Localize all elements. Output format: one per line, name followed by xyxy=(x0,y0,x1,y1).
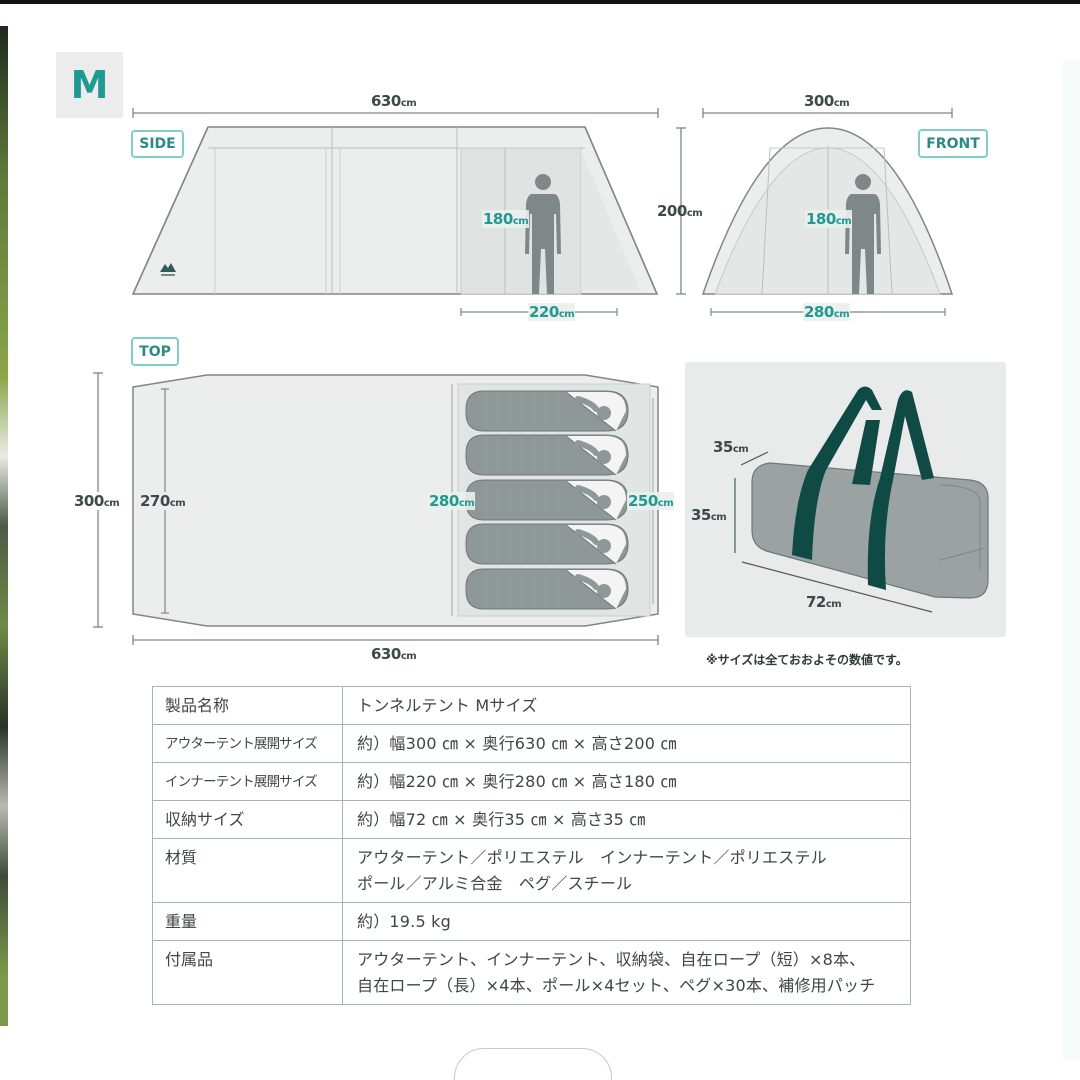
bag-length-label: 72cm xyxy=(806,593,842,611)
top-length-label: 630cm xyxy=(371,645,417,663)
spec-value-line: 自在ロープ（長）×4本、ポール×4セット、ペグ×30本、補修用パッチ xyxy=(357,976,876,995)
spec-label: 重量 xyxy=(152,902,343,941)
side-height-line xyxy=(676,127,686,295)
view-tag-top-label: TOP xyxy=(139,343,171,360)
spec-label: 材質 xyxy=(152,838,343,903)
spec-value-line: ポール／アルミ合金 ペグ／スチール xyxy=(357,874,633,893)
adjacent-panel-strip xyxy=(1063,60,1080,1060)
top-length-line xyxy=(132,635,659,645)
spec-table: 製品名称 トンネルテント Mサイズ アウターテント展開サイズ 約）幅300 ㎝ … xyxy=(152,686,911,1005)
spec-label: 付属品 xyxy=(152,940,343,1005)
side-height-label: 200cm xyxy=(657,202,703,220)
table-row: 収納サイズ 約）幅72 ㎝ × 奥行35 ㎝ × 高さ35 ㎝ xyxy=(152,800,911,839)
side-view-tent xyxy=(131,126,659,295)
page-indicator[interactable] xyxy=(454,1048,612,1080)
approximate-size-note: ※サイズは全ておおよその数値です。 xyxy=(706,653,908,667)
table-row: 製品名称 トンネルテント Mサイズ xyxy=(152,686,911,725)
table-row: 付属品 アウターテント、インナーテント、収納袋、自在ロープ（短）×8本、 自在ロ… xyxy=(152,940,911,1005)
spec-value: アウターテント、インナーテント、収納袋、自在ロープ（短）×8本、 自在ロープ（長… xyxy=(342,940,911,1005)
table-row: インナーテント展開サイズ 約）幅220 ㎝ × 奥行280 ㎝ × 高さ180 … xyxy=(152,762,911,801)
inner-tent-left-label: 280cm xyxy=(428,492,476,510)
front-person-height-label: 180cm xyxy=(805,210,853,228)
inner-tent-right-label: 250cm xyxy=(627,492,675,510)
view-tag-top: TOP xyxy=(131,337,179,366)
bag-dimension-lines xyxy=(734,451,933,613)
table-row: 重量 約）19.5 kg xyxy=(152,902,911,941)
spec-label: インナーテント展開サイズ xyxy=(152,762,343,801)
front-width-label: 300cm xyxy=(804,92,850,110)
side-person-height-label: 180cm xyxy=(482,210,530,228)
side-length-label: 630cm xyxy=(371,92,417,110)
adjacent-photo-strip xyxy=(0,26,8,1026)
side-inner-length-label: 220cm xyxy=(528,303,576,321)
spec-value-line: アウターテント／ポリエステル インナーテント／ポリエステル xyxy=(357,848,827,867)
spec-label: アウターテント展開サイズ xyxy=(152,724,343,763)
table-row: アウターテント展開サイズ 約）幅300 ㎝ × 奥行630 ㎝ × 高さ200 … xyxy=(152,724,911,763)
view-tag-front: FRONT xyxy=(918,129,988,158)
spec-value: アウターテント／ポリエステル インナーテント／ポリエステル ポール／アルミ合金 … xyxy=(342,838,911,903)
spec-value: 約）幅220 ㎝ × 奥行280 ㎝ × 高さ180 ㎝ xyxy=(342,762,911,801)
view-tag-side: SIDE xyxy=(131,130,184,158)
spec-value: トンネルテント Mサイズ xyxy=(342,686,911,725)
spec-value: 約）19.5 kg xyxy=(342,902,911,941)
top-border xyxy=(0,0,1080,4)
bag-height-label: 35cm xyxy=(691,506,727,524)
size-badge-label: M xyxy=(70,63,109,107)
top-outer-width-label: 300cm xyxy=(74,492,120,510)
front-width-line xyxy=(702,108,953,118)
storage-bag-icon xyxy=(751,386,989,599)
top-view-tent xyxy=(132,374,659,627)
view-tag-side-label: SIDE xyxy=(139,136,176,152)
spec-label: 収納サイズ xyxy=(152,800,343,839)
view-tag-front-label: FRONT xyxy=(926,135,980,152)
spec-value-line: アウターテント、インナーテント、収納袋、自在ロープ（短）×8本、 xyxy=(357,950,866,969)
bag-depth-label: 35cm xyxy=(713,438,749,456)
spec-value: 約）幅72 ㎝ × 奥行35 ㎝ × 高さ35 ㎝ xyxy=(342,800,911,839)
spec-label: 製品名称 xyxy=(152,686,343,725)
side-length-dimension-line xyxy=(132,108,659,118)
top-inner-width-label: 270cm xyxy=(140,492,186,510)
table-row: 材質 アウターテント／ポリエステル インナーテント／ポリエステル ポール／アルミ… xyxy=(152,838,911,903)
front-inner-width-label: 280cm xyxy=(803,303,851,321)
spec-value: 約）幅300 ㎝ × 奥行630 ㎝ × 高さ200 ㎝ xyxy=(342,724,911,763)
size-badge: M xyxy=(56,52,123,118)
mountain-logo-icon xyxy=(160,263,176,276)
